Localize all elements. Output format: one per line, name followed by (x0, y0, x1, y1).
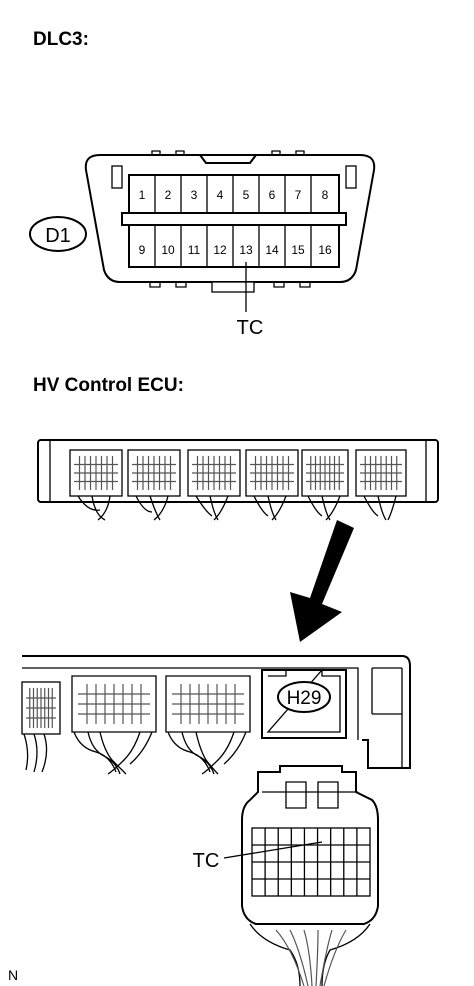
pin-label: 7 (295, 188, 302, 202)
pin-label: 5 (243, 188, 250, 202)
ecu-tc-leader (223, 841, 323, 859)
ecu-zoom (21, 655, 411, 769)
pin-label: 12 (213, 243, 227, 257)
dlc3-connector: 1 2 3 4 5 6 7 8 9 10 11 12 13 14 15 16 (84, 150, 376, 293)
dlc3-heading: DLC3: (33, 29, 89, 50)
ecu-wires (23, 731, 247, 775)
ecu-heading: HV Control ECU: (33, 375, 184, 396)
pin-label-tc: 13 (239, 243, 253, 257)
pin-label: 9 (139, 243, 146, 257)
pin-label: 2 (165, 188, 172, 202)
pin-label: 1 (139, 188, 146, 202)
zoom-arrow (290, 520, 354, 642)
svg-text:H29: H29 (287, 688, 322, 709)
svg-text:D1: D1 (45, 225, 71, 247)
ecu-connector-code: H29 (277, 681, 331, 713)
ecu-overview (37, 439, 439, 521)
pin-label: 6 (269, 188, 276, 202)
pin-label: 11 (188, 243, 201, 257)
pin-label: 3 (191, 188, 198, 202)
pin-label: 4 (217, 188, 224, 202)
dlc3-tc-label: TC (237, 317, 264, 339)
pin-label: 14 (265, 243, 279, 257)
pin-label: 16 (318, 243, 332, 257)
pin-label: 15 (291, 243, 305, 257)
dlc3-connector-code: D1 (29, 216, 87, 252)
ecu-tc-label: TC (193, 850, 220, 872)
pin-label: 10 (161, 243, 175, 257)
figure-mark: N (8, 967, 18, 983)
ecu-harness-connector (241, 765, 379, 986)
pin-label: 8 (322, 188, 329, 202)
